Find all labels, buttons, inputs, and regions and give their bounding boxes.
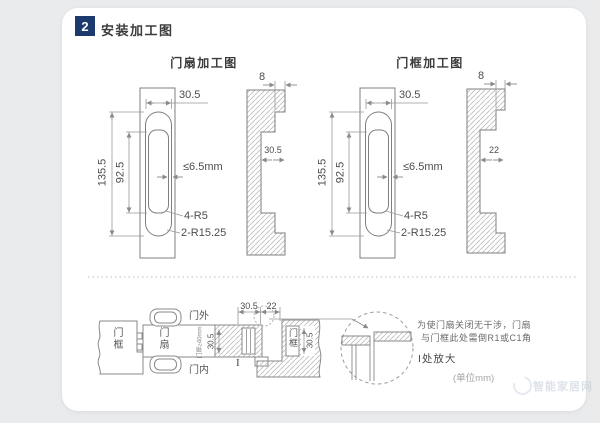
leaf-label: 门扇 — [157, 327, 168, 351]
frame-view-title: 门框加工图 — [396, 56, 464, 70]
watermark-text: 智能家居网 — [533, 381, 593, 393]
frame-radius-small-label: 4-R5 — [404, 210, 428, 222]
door-outside-label: 门外 — [189, 311, 209, 322]
leaf-mortise-width-dim: 30.5 — [206, 333, 216, 350]
frame-radius-large-label: 2-R15.25 — [401, 227, 447, 239]
leaf-front-view — [109, 87, 208, 259]
door-inside-label: 门内 — [189, 365, 209, 376]
frame-height-dim: 135.5 — [316, 158, 329, 187]
frame-edge-gap-dim: ≤6.5mm — [403, 161, 443, 173]
frame-front-view — [329, 87, 428, 259]
leaf-edge-gap-dim: ≤6.5mm — [183, 161, 223, 173]
leaf-section-depth-dim: 30.5 — [264, 145, 282, 155]
frame-left-label: 门框 — [111, 327, 122, 351]
frame-section-depth-dim: 22 — [488, 145, 499, 155]
plan-view — [97, 305, 369, 378]
frame-width-dim: 30.5 — [399, 89, 421, 101]
leaf-slot-height-dim: 92.5 — [114, 161, 127, 184]
leaf-width-dim: 30.5 — [179, 89, 201, 101]
section-number-badge: 2 — [75, 16, 95, 36]
leaf-height-dim: 135.5 — [96, 158, 109, 187]
unit-note: (单位mm) — [453, 373, 495, 384]
leaf-section-view — [246, 81, 297, 256]
leaf-radius-small-label: 4-R5 — [184, 210, 208, 222]
leaf-radius-large-label: 2-R15.25 — [181, 227, 227, 239]
leaf-section-lip-dim: 8 — [258, 71, 266, 83]
detail-marker-label: I — [236, 357, 240, 369]
leaf-view-title: 门扇加工图 — [170, 56, 238, 70]
detail-view — [340, 311, 414, 385]
plan-frame-dim: 22 — [266, 301, 277, 311]
detail-note-line2: 与门框此处需倒R1或C1角 — [421, 333, 532, 343]
frame-slot-height-dim: 92.5 — [334, 161, 347, 184]
page-title: 安装加工图 — [101, 23, 174, 38]
detail-note-line1: 为使门扇关闭无干涉，门扇 — [417, 320, 532, 330]
frame-section-view — [466, 80, 517, 254]
plan-leaf-dim: 30.5 — [240, 301, 258, 311]
frame-section-lip-dim: 8 — [477, 70, 485, 82]
detail-caption: I处放大 — [418, 353, 457, 365]
frame-mortise-width-dim: 30.5 — [305, 332, 315, 349]
frame-right-label: 门框 — [288, 328, 298, 348]
